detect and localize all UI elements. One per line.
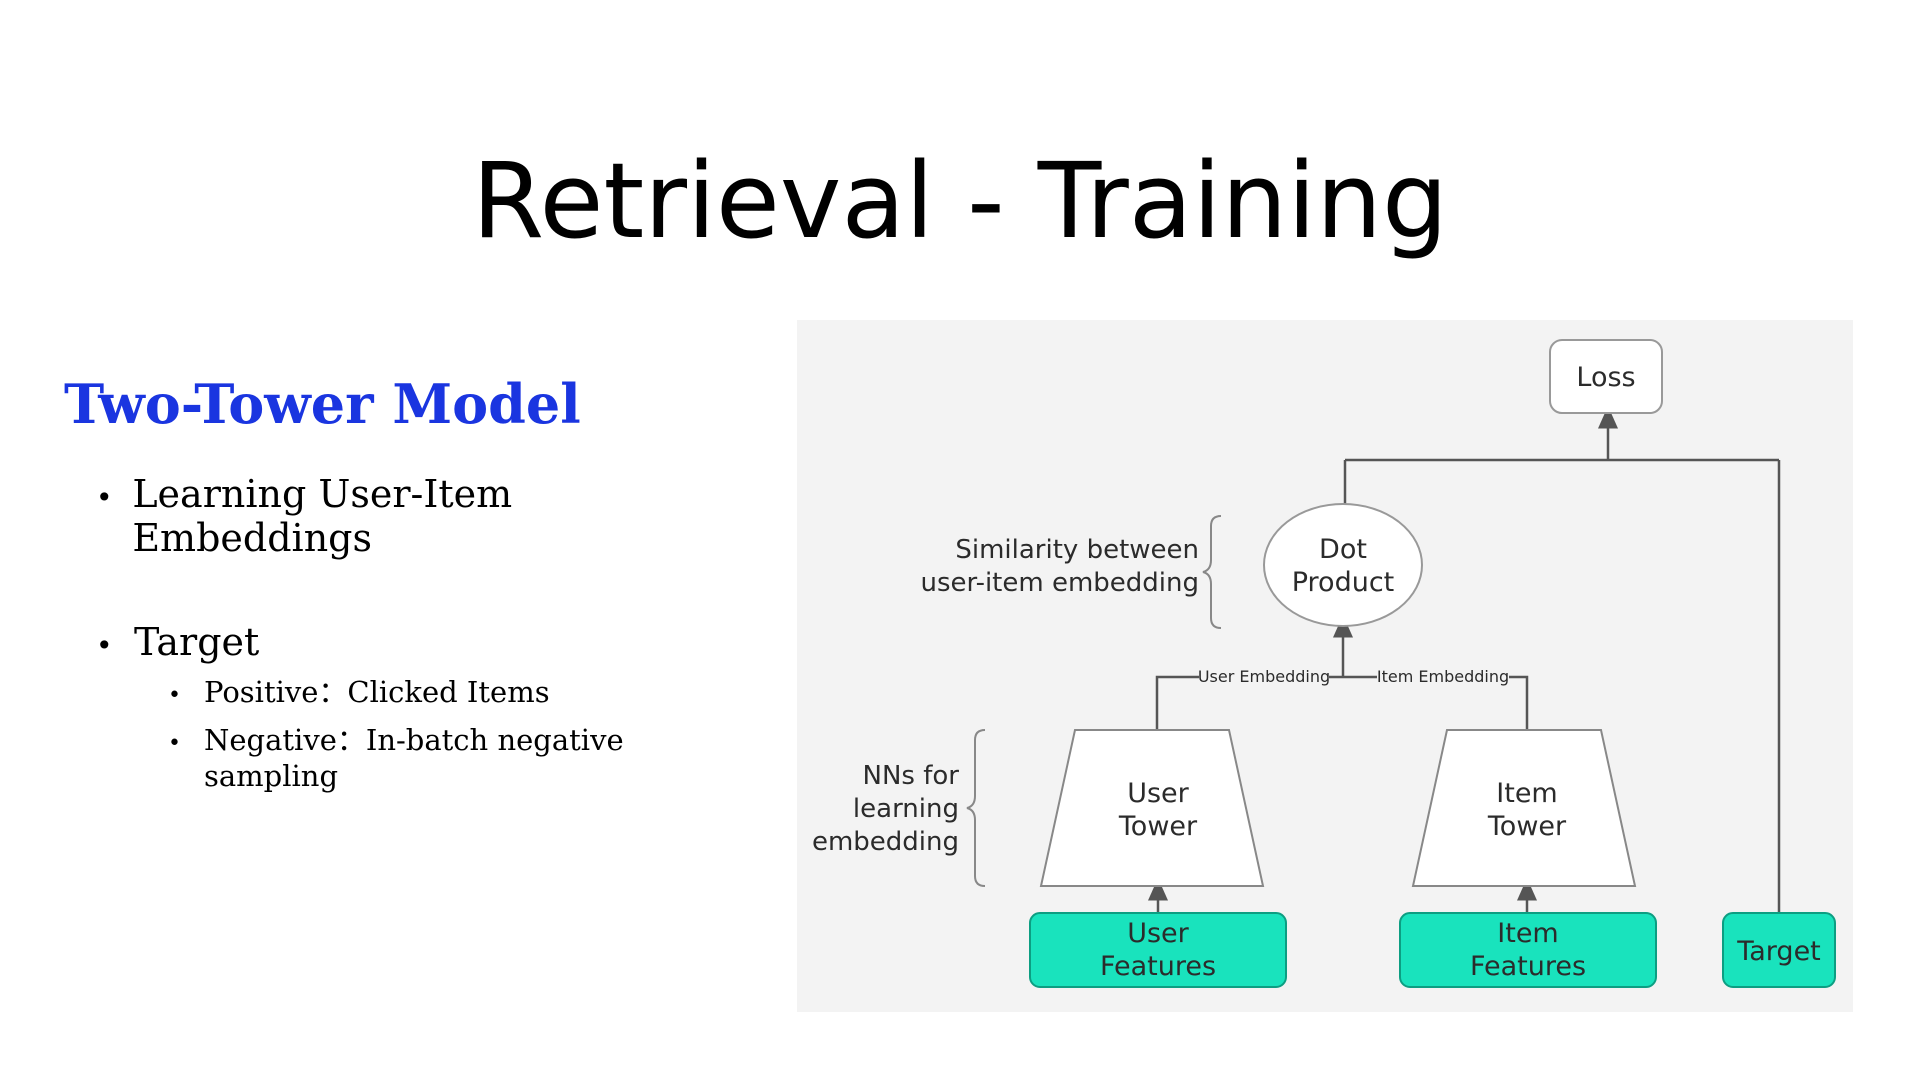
nn-note-line3: embedding [812,827,959,857]
loss-label: Loss [1576,362,1635,393]
user-embedding-label: User Embedding [1198,667,1330,686]
nn-note-line1: NNs for [863,761,960,791]
sub-bullet-item: • Negative：In-batch negative sampling [168,722,736,794]
sub-bullet-item: • Positive：Clicked Items [168,674,736,714]
target-label: Target [1736,936,1821,967]
bullet-text: Target [134,620,260,664]
slide-title: Retrieval - Training [471,140,1449,262]
sub-bullet-text: Positive：Clicked Items [204,675,550,709]
dot-product-node [1263,503,1423,627]
dot-product-label-line1: Dot [1319,534,1367,565]
item-features-node [1399,912,1657,988]
item-features-label-line2: Features [1470,951,1586,982]
two-tower-diagram: Loss Dot Product Similarity between user… [797,320,1853,1012]
user-tower-node [1039,729,1265,887]
similarity-note-line1: Similarity between [955,535,1199,565]
bullet-item: • Learning User-Item Embeddings [96,472,736,560]
item-features-label-line1: Item [1497,918,1558,949]
target-node [1722,912,1836,988]
bullet-dot: • [168,731,181,756]
user-features-label-line2: Features [1100,951,1216,982]
loss-node [1549,339,1663,414]
similarity-brace [1202,515,1222,629]
user-tower-label-line2: Tower [1118,811,1198,842]
user-tower-label-line1: User [1127,778,1189,809]
bullet-dot: • [96,481,113,514]
nn-brace [966,729,986,887]
bullet-item: • Target [96,620,736,664]
item-embedding-line [1509,675,1529,730]
dot-product-label-line2: Product [1292,567,1395,598]
item-embedding-label: Item Embedding [1377,667,1509,686]
diagram-canvas: Loss Dot Product Similarity between user… [812,339,1836,988]
section-heading: Two-Tower Model [64,372,581,436]
bullet-list: • Learning User-Item Embeddings • Target… [96,472,736,802]
connector-lines [1148,406,1781,913]
bullet-dot: • [168,683,181,708]
item-tower-label-line1: Item [1496,778,1557,809]
item-tower-label-line2: Tower [1487,811,1567,842]
sub-bullet-list: • Positive：Clicked Items • Negative：In-b… [168,674,736,794]
user-features-node [1029,912,1287,988]
user-features-label-line1: User [1127,918,1189,949]
nn-note-line2: learning [853,794,959,824]
bullet-dot: • [96,629,113,662]
sub-bullet-text: Negative：In-batch negative sampling [204,723,624,793]
user-embedding-line [1155,675,1199,730]
item-tower-node [1411,729,1637,887]
bullet-text: Learning User-Item Embeddings [132,472,513,560]
similarity-note-line2: user-item embedding [921,568,1199,598]
